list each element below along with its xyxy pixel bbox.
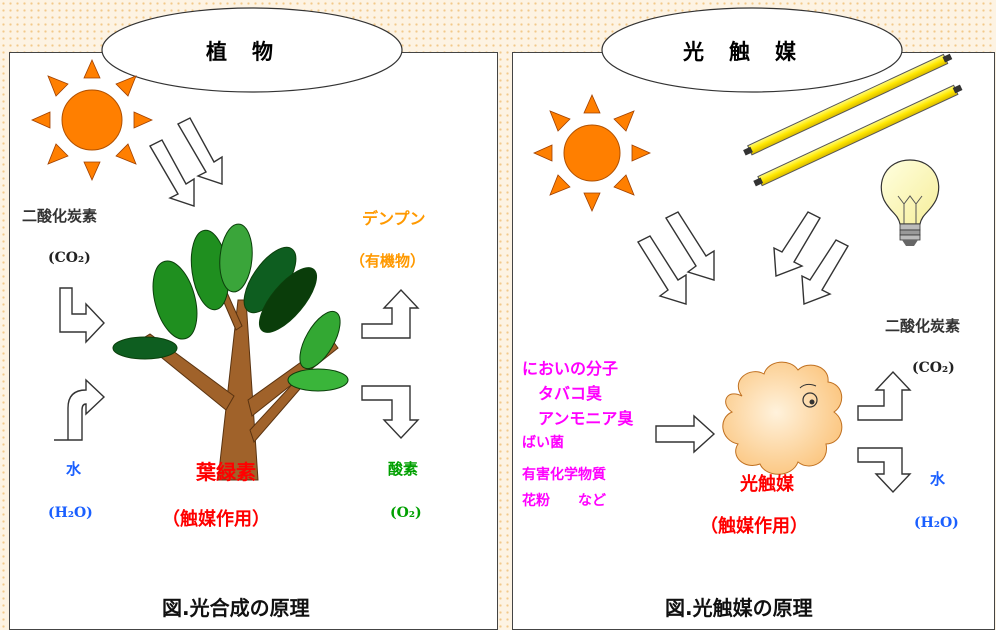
catalyst-role-right: （触媒作用） [700, 516, 808, 537]
arrow-icon [54, 378, 106, 441]
water-label: 水 [66, 460, 82, 478]
photocatalyst-label: 光触媒 [740, 474, 794, 495]
arrow-icon [361, 288, 420, 339]
arrow-icon [149, 117, 223, 207]
co2-label-right: 二酸化炭素 [885, 317, 961, 335]
panel-title-right: 光 触 媒 [683, 40, 798, 64]
title-ellipse-left [101, 7, 403, 93]
arrow-icon [636, 211, 849, 305]
arrow-icon [857, 447, 912, 494]
catalyst-role-left: （触媒作用） [162, 509, 270, 530]
oxygen-label: 酸素 [388, 460, 419, 478]
water-formula-right: (H₂O) [914, 515, 959, 531]
tobacco-label: タバコ臭 [538, 384, 603, 403]
co2-formula-right: (CO₂) [912, 360, 955, 376]
light-bulb-icon [880, 159, 940, 246]
sun-icon [533, 94, 651, 212]
panel-title-left: 植 物 [206, 40, 275, 64]
starch-label: デンプン [362, 209, 426, 228]
title-ellipse-right [601, 7, 903, 93]
organic-label: （有機物） [350, 252, 426, 270]
co2-label: 二酸化炭素 [22, 207, 98, 225]
odor-molecules-label: においの分子 [522, 359, 619, 378]
water-formula: (H₂O) [48, 505, 93, 521]
water-label-right: 水 [930, 470, 946, 488]
arrow-icon [59, 287, 105, 344]
sun-icon [31, 59, 153, 181]
tree-icon [112, 223, 349, 481]
ammonia-label: アンモニア臭 [538, 409, 634, 428]
chlorophyll-label: 葉緑素 [196, 460, 256, 484]
bacteria-label: ばい菌 [522, 435, 564, 451]
harmful-label: 有害化学物質 [522, 467, 606, 483]
arrow-icon [655, 414, 716, 454]
arrow-icon [361, 385, 420, 440]
catalyst-cloud-icon [722, 361, 843, 475]
caption-left: 図.光合成の原理 [162, 596, 310, 620]
fluorescent-lamp-icon [743, 53, 963, 187]
caption-right: 図.光触媒の原理 [665, 596, 813, 620]
arrow-icon [857, 370, 912, 421]
co2-formula: (CO₂) [48, 250, 91, 266]
oxygen-formula: (O₂) [390, 505, 422, 521]
pollen-label: 花粉 など [522, 493, 606, 509]
